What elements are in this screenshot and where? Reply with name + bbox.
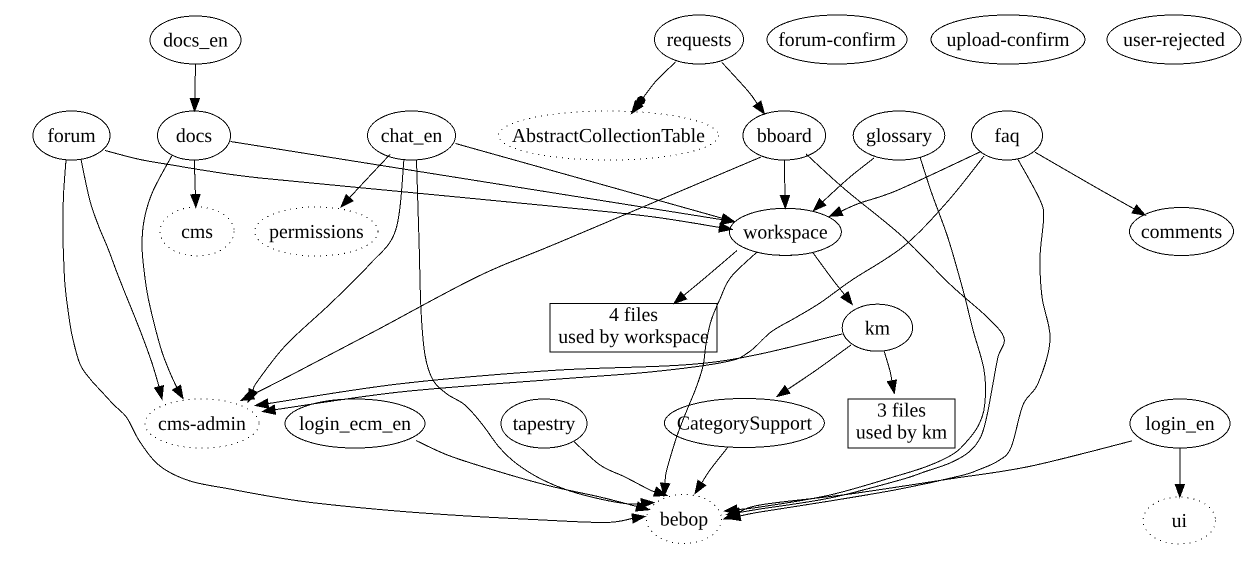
- svg-text:forum-confirm: forum-confirm: [778, 29, 896, 51]
- svg-text:bebop: bebop: [660, 509, 708, 531]
- svg-text:CategorySupport: CategorySupport: [677, 413, 813, 435]
- svg-text:upload-confirm: upload-confirm: [946, 29, 1070, 51]
- svg-text:used by km: used by km: [856, 422, 948, 444]
- svg-text:user-rejected: user-rejected: [1123, 29, 1225, 51]
- svg-text:cms: cms: [181, 221, 213, 243]
- svg-text:forum: forum: [47, 125, 96, 147]
- svg-text:3 files: 3 files: [877, 400, 926, 422]
- svg-text:docs_en: docs_en: [163, 30, 228, 52]
- svg-text:AbstractCollectionTable: AbstractCollectionTable: [512, 125, 705, 147]
- svg-text:docs: docs: [176, 125, 212, 147]
- svg-text:km: km: [865, 317, 891, 339]
- svg-text:permissions: permissions: [269, 221, 364, 243]
- svg-text:chat_en: chat_en: [381, 125, 443, 147]
- svg-text:bboard: bboard: [757, 125, 812, 147]
- svg-text:used by workspace: used by workspace: [558, 326, 709, 348]
- svg-text:workspace: workspace: [743, 222, 828, 244]
- svg-text:faq: faq: [994, 125, 1019, 147]
- svg-text:tapestry: tapestry: [513, 413, 576, 435]
- svg-text:comments: comments: [1141, 221, 1222, 243]
- svg-text:cms-admin: cms-admin: [158, 413, 246, 435]
- svg-text:login_ecm_en: login_ecm_en: [299, 413, 411, 435]
- svg-text:4 files: 4 files: [609, 304, 658, 326]
- svg-text:glossary: glossary: [866, 125, 932, 147]
- svg-text:requests: requests: [667, 29, 732, 51]
- svg-text:ui: ui: [1172, 510, 1188, 532]
- svg-text:login_en: login_en: [1145, 413, 1214, 435]
